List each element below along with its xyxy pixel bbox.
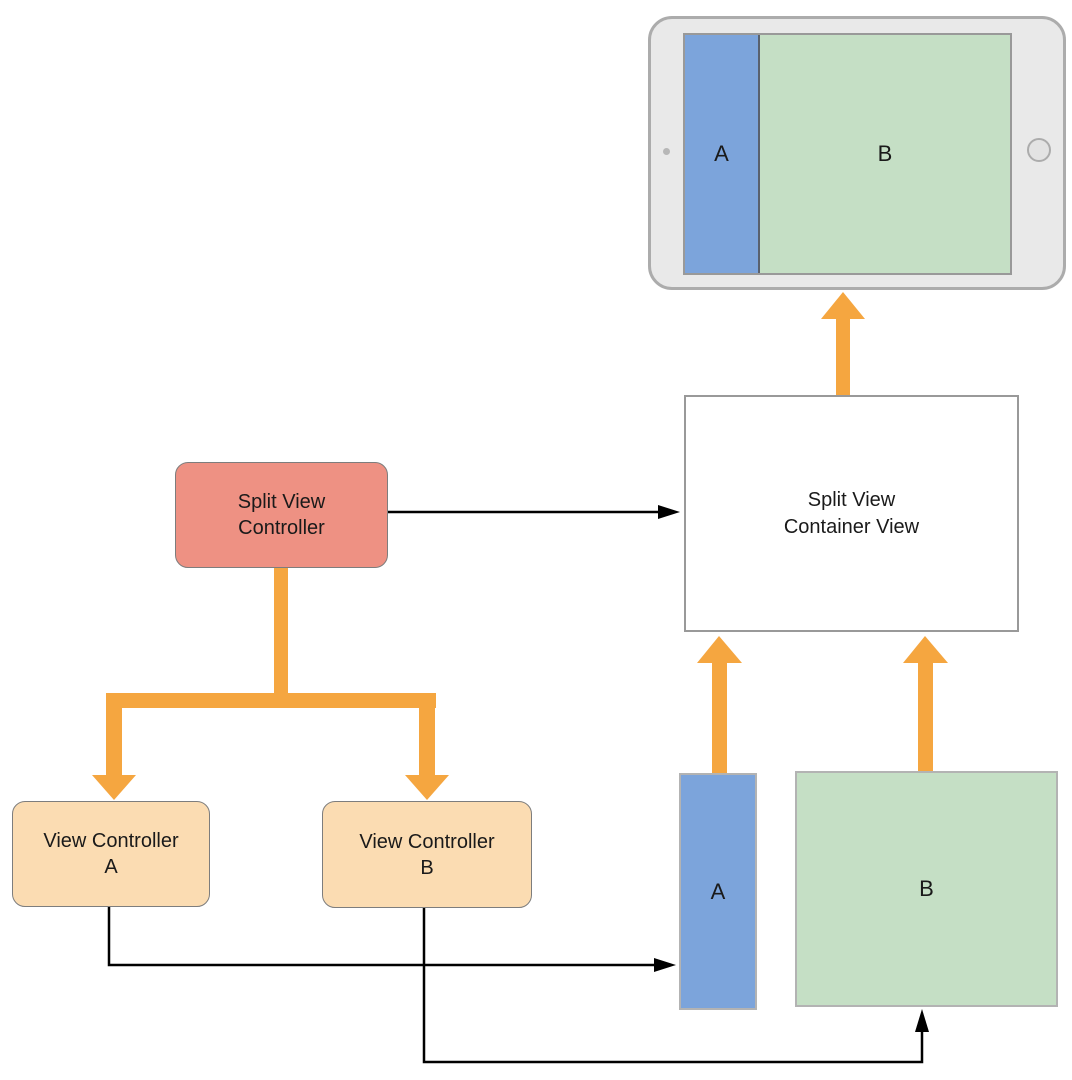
view-a-rect: A bbox=[679, 773, 757, 1010]
node-view-controller-a: View Controller A bbox=[12, 801, 210, 907]
device-pane-b-label: B bbox=[877, 141, 893, 166]
arrow-svc-to-view-controllers bbox=[92, 566, 449, 800]
node-split-view-controller-label: Split View Controller bbox=[237, 491, 326, 539]
device-secondary-pane: B bbox=[760, 35, 1010, 273]
device-primary-pane: A bbox=[685, 35, 760, 273]
device-pane-a-label: A bbox=[714, 141, 729, 166]
view-b-rect: B bbox=[795, 771, 1058, 1007]
view-a-label: A bbox=[710, 878, 726, 904]
node-split-view-controller: Split View Controller bbox=[175, 462, 388, 568]
arrow-container-to-device bbox=[821, 292, 865, 396]
node-view-controller-b-label: View Controller B bbox=[359, 830, 495, 879]
node-view-controller-b: View Controller B bbox=[322, 801, 532, 908]
arrow-vcb-to-view-b bbox=[422, 908, 929, 1064]
arrow-view-a-to-container bbox=[697, 636, 742, 774]
node-split-view-container-view: Split View Container View bbox=[684, 395, 1019, 632]
camera-icon bbox=[663, 148, 670, 155]
device-screen: A B bbox=[683, 33, 1012, 275]
view-b-label: B bbox=[919, 876, 934, 901]
node-view-controller-a-label: View Controller A bbox=[43, 830, 179, 878]
ipad-device: A B bbox=[648, 16, 1066, 290]
home-button-icon bbox=[1027, 138, 1051, 162]
arrow-view-b-to-container bbox=[903, 636, 948, 772]
arrow-vca-to-view-a bbox=[107, 907, 676, 972]
node-split-view-container-view-label: Split View Container View bbox=[783, 488, 920, 538]
arrow-svc-to-container bbox=[388, 505, 680, 519]
